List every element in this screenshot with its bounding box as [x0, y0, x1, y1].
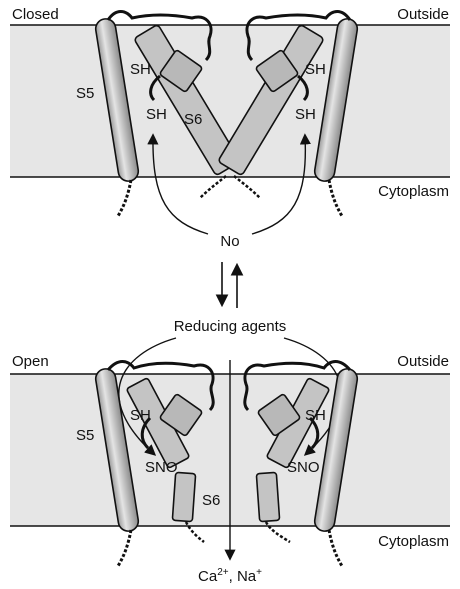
open-sno-right: SNO: [287, 459, 320, 476]
closed-tail-right: [327, 179, 344, 217]
open-loop-left: [106, 360, 215, 412]
closed-loop-right: [245, 10, 352, 62]
closed-no-arrow-right: [251, 133, 311, 235]
closed-sh-upper-right: SH: [305, 61, 326, 78]
open-state-label: Open: [12, 353, 49, 370]
closed-s6-left-helix: [134, 24, 240, 176]
open-sno-left: SNO: [145, 459, 178, 476]
reducing-agents-label: Reducing agents: [174, 318, 287, 335]
ion-na: , Na: [229, 568, 257, 585]
closed-loop-left: [106, 10, 213, 62]
open-cytoplasm-label: Cytoplasm: [378, 533, 449, 550]
open-panel: Open Outside Cytoplasm S5 S6 SH SH SNO S…: [10, 337, 450, 585]
transition: No Reducing agents: [174, 233, 287, 335]
closed-s6-tail-left: [199, 175, 227, 199]
closed-cytoplasm-label: Cytoplasm: [378, 183, 449, 200]
open-tail-right: [327, 529, 344, 567]
closed-pore-box-right: [255, 49, 299, 93]
closed-curl-left: [149, 74, 161, 102]
closed-s5-label: S5: [76, 85, 94, 102]
closed-state-label: Closed: [12, 6, 59, 23]
closed-curl-right: [297, 74, 309, 102]
closed-tail-left: [116, 179, 133, 217]
open-curl-right: [308, 416, 320, 450]
ion-na-charge: +: [256, 567, 262, 578]
open-s6-tail-right: [264, 521, 291, 544]
open-tail-left: [116, 529, 133, 567]
closed-sh-upper-left: SH: [130, 61, 151, 78]
closed-outside-label: Outside: [397, 6, 449, 23]
open-pore-box-right: [257, 393, 301, 437]
open-reducing-arrow-left: [118, 337, 177, 456]
open-s6-tail-left: [184, 521, 205, 543]
open-sh-right: SH: [305, 407, 326, 424]
open-s6-label: S6: [202, 492, 220, 509]
open-sh-left: SH: [130, 407, 151, 424]
open-loop-right: [243, 360, 352, 412]
no-label: No: [220, 233, 239, 250]
open-s5-label: S5: [76, 427, 94, 444]
open-s6-lower-left: [171, 471, 197, 523]
ion-ca-charge: 2+: [217, 567, 229, 578]
closed-s6-right-helix: [218, 24, 324, 176]
closed-no-arrow-left: [147, 133, 209, 235]
closed-pore-box-left: [159, 49, 203, 93]
closed-sh-lower-right: SH: [295, 106, 316, 123]
closed-s6-tail-right: [233, 175, 261, 199]
open-s6-lower-right: [255, 471, 281, 523]
closed-s6-label: S6: [184, 111, 202, 128]
closed-sh-lower-left: SH: [146, 106, 167, 123]
open-pore-box-left: [159, 393, 203, 437]
open-outside-label: Outside: [397, 353, 449, 370]
ion-label: Ca2+, Na+: [198, 567, 262, 585]
open-curl-left: [140, 416, 152, 450]
closed-panel: Closed Outside Cytoplasm S5 S6 SH SH SH …: [10, 6, 450, 235]
ion-ca: Ca: [198, 568, 218, 585]
